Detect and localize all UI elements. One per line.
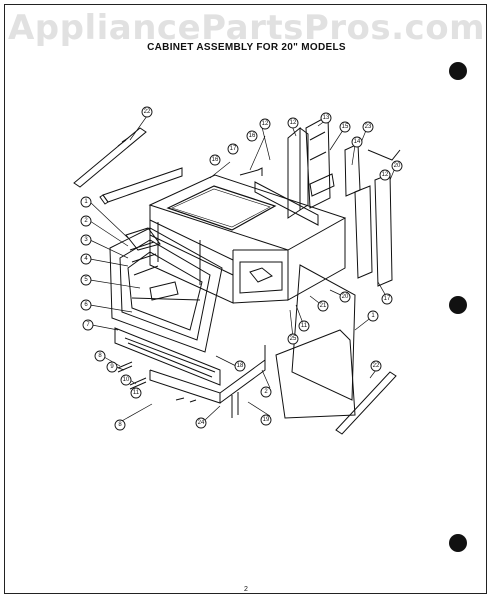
callout-13: 13: [323, 115, 330, 121]
callout-22b: 22: [373, 363, 380, 369]
callout-17b: 17: [384, 296, 391, 302]
callout-12c: 12: [382, 172, 389, 178]
callout-18: 18: [237, 363, 244, 369]
callout-19: 19: [263, 417, 270, 423]
back-panel: [239, 167, 319, 226]
callout-12b: 12: [290, 120, 297, 126]
oven-door-frame: [109, 227, 223, 353]
leveling-legs: [117, 361, 239, 418]
callout-11a: 11: [133, 390, 140, 396]
callout-11b: 11: [301, 323, 308, 329]
callout-6: 6: [84, 302, 88, 308]
top-trim-strip: [73, 127, 147, 188]
callout-1b: 1: [371, 313, 375, 319]
page-number: 2: [244, 586, 248, 593]
callout-14: 14: [354, 139, 361, 145]
rear-channels: [287, 115, 335, 219]
callout-8: 8: [98, 353, 102, 359]
callout-labels: 1 2 3 4 5 6 7 8 9 10 11 8 24 18 2 19 22 …: [80, 106, 403, 431]
punch-hole-middle: [449, 296, 467, 314]
callout-8b: 8: [118, 422, 122, 428]
callout-22: 22: [144, 109, 151, 115]
callout-15: 15: [342, 124, 349, 130]
callout-20a: 20: [394, 163, 401, 169]
callout-2b: 2: [264, 389, 268, 395]
callout-16b: 16: [249, 133, 256, 139]
callout-4: 4: [84, 256, 88, 262]
callout-16: 16: [212, 157, 219, 163]
left-side-panel: [99, 167, 183, 205]
watermark-logo: AppliancePartsPros.com: [7, 8, 485, 48]
callout-2a: 2: [84, 218, 88, 224]
callout-17a: 17: [230, 146, 237, 152]
callout-20b: 20: [342, 294, 349, 300]
callout-23: 23: [365, 124, 372, 130]
callout-25: 25: [290, 336, 297, 342]
callout-9: 9: [110, 364, 114, 370]
callout-3: 3: [84, 237, 88, 243]
punch-hole-top: [449, 62, 467, 80]
callout-1a: 1: [84, 199, 88, 205]
callout-5: 5: [84, 277, 88, 283]
bottom-trim-strip: [335, 371, 397, 435]
callout-24: 24: [198, 420, 205, 426]
lower-drawer: [114, 327, 266, 404]
page-border: [4, 4, 487, 594]
callout-10: 10: [123, 377, 130, 383]
callout-21: 21: [320, 303, 327, 309]
cabinet-body: [148, 174, 347, 304]
punch-hole-bottom: [449, 534, 467, 552]
callout-7: 7: [86, 322, 90, 328]
diagram-title: CABINET ASSEMBLY FOR 20" MODELS: [147, 42, 346, 53]
callout-12: 12: [262, 121, 269, 127]
